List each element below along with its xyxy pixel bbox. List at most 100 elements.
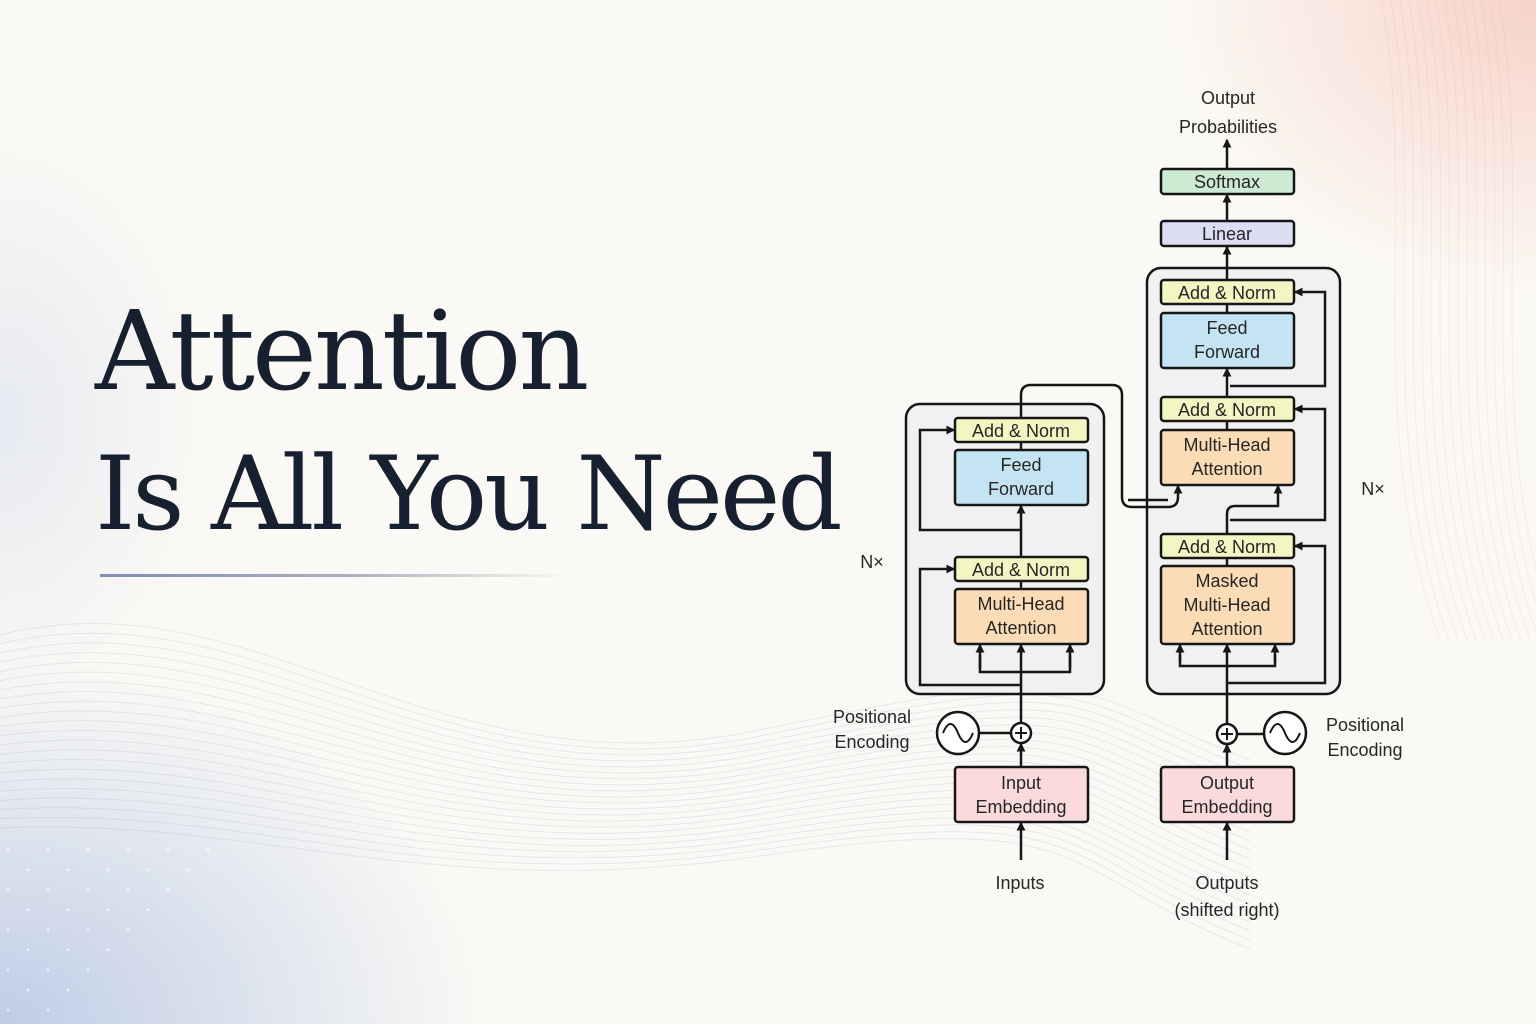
background-wave-line	[1408, 0, 1468, 641]
background-wave-line	[0, 632, 1251, 770]
decoder-feed-forward: Feed Forward	[1159, 311, 1296, 370]
encoder-add-norm-top-label: Add & Norm	[972, 421, 1070, 441]
encoder-add-norm-bottom: Add & Norm	[953, 555, 1090, 583]
encoder-repeat-label: N×	[860, 552, 884, 572]
background-wave-line	[0, 816, 1251, 941]
background-dot	[146, 868, 150, 872]
background-dot	[66, 948, 70, 952]
decoder-multi-head-attention: Multi-Head Attention	[1159, 428, 1296, 487]
decoder-add-norm-middle-label: Add & Norm	[1178, 400, 1276, 420]
background-dot	[66, 988, 70, 992]
inputs-label: Inputs	[995, 873, 1044, 893]
background-dot	[26, 868, 30, 872]
background-dot	[86, 848, 90, 852]
background-wave-line	[0, 691, 1251, 824]
background-wave-line	[1444, 0, 1504, 641]
background-wave-line	[1426, 0, 1486, 641]
dec-norm-to-attn-q-connector	[1225, 484, 1283, 534]
background-dot	[66, 868, 70, 872]
background-wave-line	[0, 681, 1251, 815]
enc-residual-1-connector	[918, 564, 1021, 687]
background-wave-line	[0, 778, 1251, 905]
outputs-label-line-2: (shifted right)	[1174, 900, 1279, 920]
background-dot	[6, 888, 10, 892]
background-wave-line	[0, 700, 1251, 833]
background-dot	[6, 968, 10, 972]
background-wave-line	[1498, 0, 1536, 572]
dec-residual-2-connector	[1230, 404, 1327, 522]
decoder-add-norm-middle: Add & Norm	[1159, 395, 1296, 423]
decoder-attention-line-1: Multi-Head	[1183, 435, 1270, 455]
background-dot	[106, 908, 110, 912]
background-dot	[86, 928, 90, 932]
encoder-positional-encoding-line-2: Encoding	[834, 732, 909, 752]
background-wave-line	[1489, 0, 1536, 605]
background-dot	[46, 848, 50, 852]
masked-attention-line-2: Multi-Head	[1183, 595, 1270, 615]
background-wave-line	[0, 729, 1251, 860]
background-wave-line	[0, 768, 1251, 896]
masked-attention-line-1: Masked	[1195, 571, 1258, 591]
background-wave-line	[1381, 0, 1441, 641]
input-embedding-line-2: Embedding	[975, 797, 1066, 817]
masked-multi-head-attention: Masked Multi-Head Attention	[1159, 564, 1296, 646]
background-dot	[126, 848, 130, 852]
decoder-positional-encoding-line-2: Encoding	[1327, 740, 1402, 760]
background-wave-line	[0, 759, 1251, 887]
background-wave-line	[0, 710, 1251, 842]
background-wave-line	[1390, 0, 1450, 641]
masked-attention-line-3: Attention	[1191, 619, 1262, 639]
decoder-positional-encoding-line-1: Positional	[1326, 715, 1404, 735]
encoder-attention-line-2: Attention	[985, 618, 1056, 638]
linear-box: Linear	[1159, 219, 1296, 248]
output-probabilities-line-2: Probabilities	[1179, 117, 1277, 137]
background-wave-line	[0, 739, 1251, 869]
background-dot	[6, 1008, 10, 1012]
background-dot	[46, 1008, 50, 1012]
encoder-stack	[904, 402, 1106, 696]
background-dot	[46, 888, 50, 892]
background-wave-line	[1399, 0, 1459, 641]
background-dot	[166, 888, 170, 892]
background-dot	[26, 908, 30, 912]
title-line-2: Is All You Need	[95, 435, 843, 554]
background-dot	[126, 928, 130, 932]
output-embedding-line-2: Embedding	[1181, 797, 1272, 817]
dec-residual-1-connector	[1227, 541, 1327, 685]
background-wave-line	[0, 749, 1251, 878]
background-wave-line	[0, 671, 1251, 806]
output-embedding: Output Embedding	[1159, 765, 1296, 824]
encoder-positional-encoding-line-1: Positional	[833, 707, 911, 727]
outputs-label-line-1: Outputs	[1195, 873, 1258, 893]
background-dot	[106, 948, 110, 952]
background-wave-line	[0, 787, 1251, 914]
encoder-to-decoder-connector	[1019, 383, 1183, 509]
background-dot	[106, 868, 110, 872]
background-wave-line	[0, 797, 1251, 923]
decoder-add-norm-bottom: Add & Norm	[1159, 532, 1296, 560]
background-dot	[6, 928, 10, 932]
background-wave-line	[0, 642, 1251, 779]
background-dot	[206, 848, 210, 852]
decoder-attention-line-2: Attention	[1191, 459, 1262, 479]
background-dot	[126, 888, 130, 892]
background-dot	[6, 848, 10, 852]
background-wave-line	[0, 661, 1251, 797]
background-dot	[66, 908, 70, 912]
background-dot	[86, 968, 90, 972]
input-embedding-line-1: Input	[1001, 773, 1041, 793]
decoder-add-norm-top-label: Add & Norm	[1178, 283, 1276, 303]
background-dot	[46, 928, 50, 932]
background-wave-line	[1462, 0, 1522, 641]
background-wave-line	[1453, 0, 1513, 641]
background-wave-line	[0, 807, 1251, 932]
background-wave-line	[0, 623, 1251, 761]
background-wave-line	[0, 652, 1251, 788]
encoder-multi-head-attention: Multi-Head Attention	[953, 587, 1090, 646]
input-embedding: Input Embedding	[953, 765, 1090, 824]
decoder-add-norm-bottom-label: Add & Norm	[1178, 537, 1276, 557]
output-embedding-line-1: Output	[1200, 773, 1254, 793]
encoder-add-norm-bottom-label: Add & Norm	[972, 560, 1070, 580]
